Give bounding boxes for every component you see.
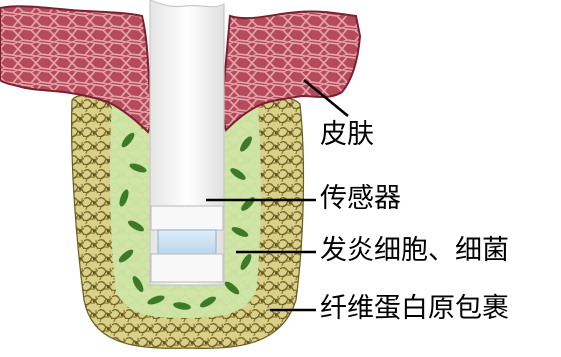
label-fibrin-capsule: 纤维蛋白原包裹 <box>320 292 509 326</box>
label-inflammatory-cells: 发炎细胞、细菌 <box>320 234 509 268</box>
sensor-band-top <box>151 206 223 230</box>
sensor-window <box>158 230 216 254</box>
sensor-probe <box>150 0 224 285</box>
sensor-band-bottom <box>151 254 223 282</box>
label-skin: 皮肤 <box>320 118 374 152</box>
label-sensor: 传感器 <box>320 182 401 216</box>
